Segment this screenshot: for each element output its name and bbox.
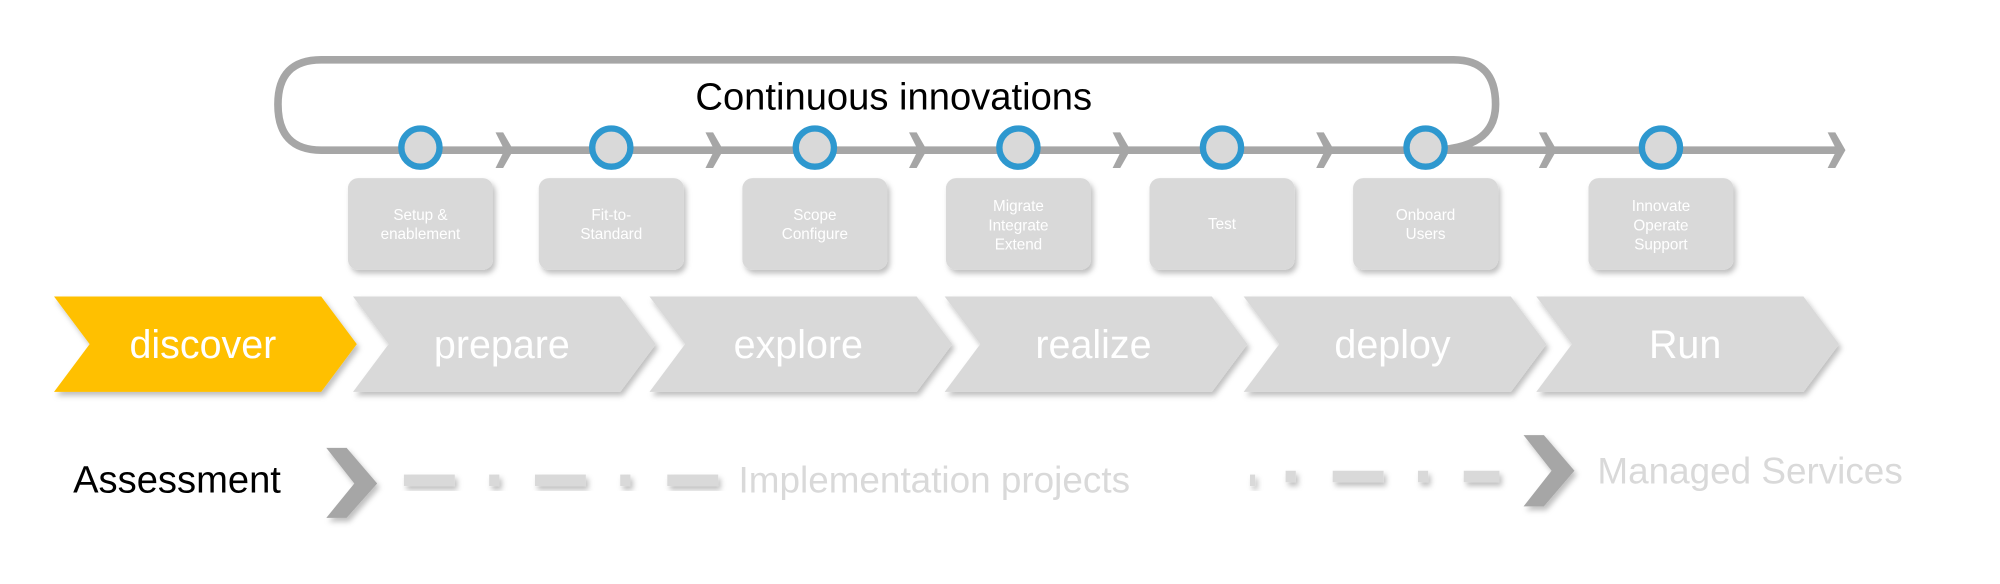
step-label: Innovate <box>1632 198 1691 215</box>
dashed-connector <box>403 470 1500 487</box>
step-label: Users <box>1406 226 1446 243</box>
managed-services-label: Managed Services <box>1597 450 1902 491</box>
phase-deploy[interactable]: deploy <box>1243 296 1547 392</box>
phase-chevron <box>1243 296 1547 392</box>
loop-title: Continuous innovations <box>695 75 1092 118</box>
phase-chevron <box>54 296 357 392</box>
step-label: Standard <box>580 226 642 243</box>
milestone-circle-icon <box>792 125 838 170</box>
phase-explore[interactable]: explore <box>649 296 953 392</box>
step-label: Integrate <box>988 217 1048 234</box>
step-box <box>347 178 493 270</box>
phase-chevron <box>1536 296 1840 392</box>
milestone-circle-icon <box>1638 125 1684 170</box>
phase-discover[interactable]: discover <box>54 296 357 392</box>
milestone-circle-icon <box>1199 125 1245 170</box>
phase-chevron <box>649 296 953 392</box>
phase-label: discover <box>129 323 276 367</box>
step-box <box>742 178 888 270</box>
step-label: Operate <box>1633 217 1688 234</box>
managed-chevron-icon <box>1523 435 1575 507</box>
step-0: Setup & enablement <box>347 125 493 270</box>
step-4: Test <box>1149 125 1295 270</box>
step-label: Fit-to- <box>591 207 631 224</box>
timeline-arrow-icon <box>909 132 927 168</box>
assessment-label: Assessment <box>73 458 281 501</box>
milestone-circle-icon <box>589 125 634 170</box>
step-label: Setup & <box>393 207 447 224</box>
phase-label: Run <box>1649 323 1721 367</box>
step-box <box>945 178 1091 270</box>
step-label: Configure <box>782 226 848 243</box>
step-label: Support <box>1634 236 1688 253</box>
phase-run[interactable]: Run <box>1536 296 1840 392</box>
step-label: Test <box>1208 216 1237 233</box>
phase-label: realize <box>1035 323 1151 367</box>
phase-label: deploy <box>1334 323 1450 367</box>
step-box <box>1149 178 1295 270</box>
timeline-arrow-icon <box>495 132 514 168</box>
timeline-arrow-icon <box>1316 132 1334 168</box>
milestone-circle-icon <box>1403 125 1448 170</box>
step-box <box>1588 178 1734 270</box>
phase-chevron <box>353 296 656 392</box>
timeline-arrow-icon <box>1538 132 1557 168</box>
assessment-chevron-icon <box>326 447 378 518</box>
milestone-circle-icon <box>398 125 443 170</box>
phase-chevron <box>944 296 1248 392</box>
implementation-label: Implementation projects <box>739 459 1130 500</box>
step-label: Onboard <box>1396 207 1455 224</box>
phase-prepare[interactable]: prepare <box>353 296 656 392</box>
step-label: Migrate <box>993 198 1044 215</box>
step-label: Scope <box>793 207 836 224</box>
continuous-loop <box>274 55 1500 154</box>
step-box <box>538 178 684 270</box>
step-box <box>1353 178 1499 270</box>
phase-label: explore <box>734 323 863 367</box>
step-1: Fit-to- Standard <box>538 125 684 270</box>
milestone-circle-icon <box>996 125 1041 170</box>
step-label: Extend <box>995 236 1042 253</box>
step-label: enablement <box>381 226 461 243</box>
phase-realize[interactable]: realize <box>944 296 1248 392</box>
phase-label: prepare <box>434 323 570 367</box>
